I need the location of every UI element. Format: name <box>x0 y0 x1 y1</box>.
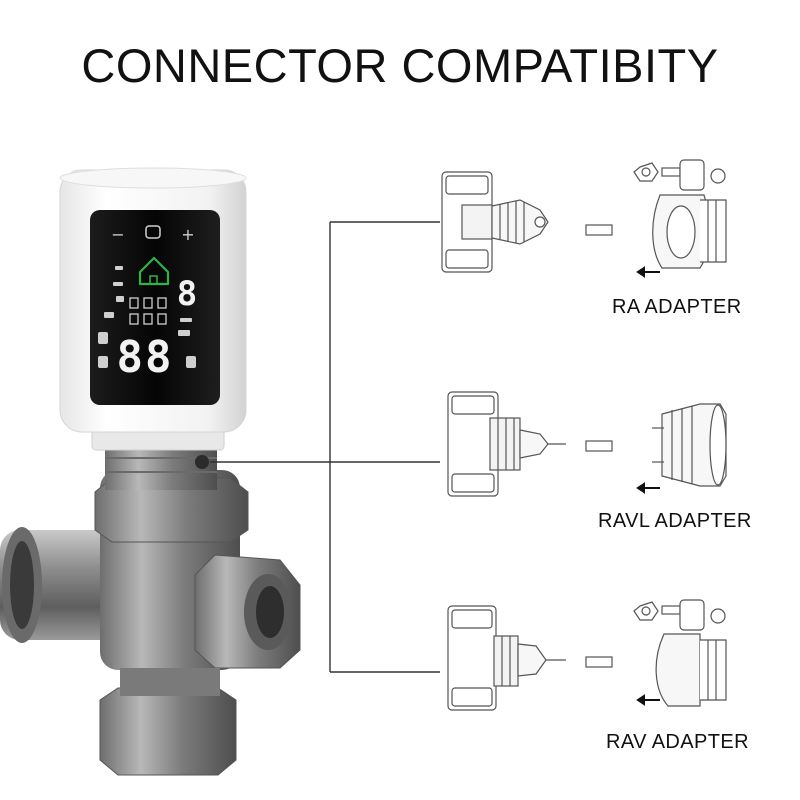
left-status-icons <box>98 266 124 368</box>
pin-ravl <box>585 440 613 452</box>
thermostat-head: − + 8 <box>59 167 247 451</box>
plus-symbol: + <box>181 225 194 244</box>
temperature-display: 88 <box>117 332 174 383</box>
ra-adapter-label: RA ADAPTER <box>612 296 742 318</box>
adapter-ra <box>633 159 727 269</box>
valve-drawing-ra <box>441 171 549 273</box>
home-icon <box>138 256 170 286</box>
valve-bottom-nut <box>99 687 237 776</box>
arrow-ra <box>636 266 660 278</box>
connector-lines <box>210 221 440 673</box>
side-digit: 8 <box>177 274 197 314</box>
arrow-ravl <box>636 482 660 494</box>
pin-rav <box>585 656 613 668</box>
rav-adapter-label: RAV ADAPTER <box>606 731 749 753</box>
pin-ra <box>585 224 613 236</box>
ravl-adapter-label: RAVL ADAPTER <box>598 510 752 532</box>
adapter-rav <box>633 599 727 707</box>
mode-icons <box>129 297 167 325</box>
page-title: CONNECTOR COMPATIBITY <box>81 39 719 92</box>
arrow-rav <box>636 694 660 706</box>
connection-dot <box>195 455 209 469</box>
adapter-ravl <box>652 403 727 487</box>
right-status-icons <box>178 318 196 368</box>
valve-drawing-rav <box>447 605 566 711</box>
top-indicator-icon <box>145 225 161 239</box>
radiator-valve <box>0 445 301 776</box>
valve-drawing-ravl <box>447 391 566 497</box>
minus-symbol: − <box>111 225 124 244</box>
